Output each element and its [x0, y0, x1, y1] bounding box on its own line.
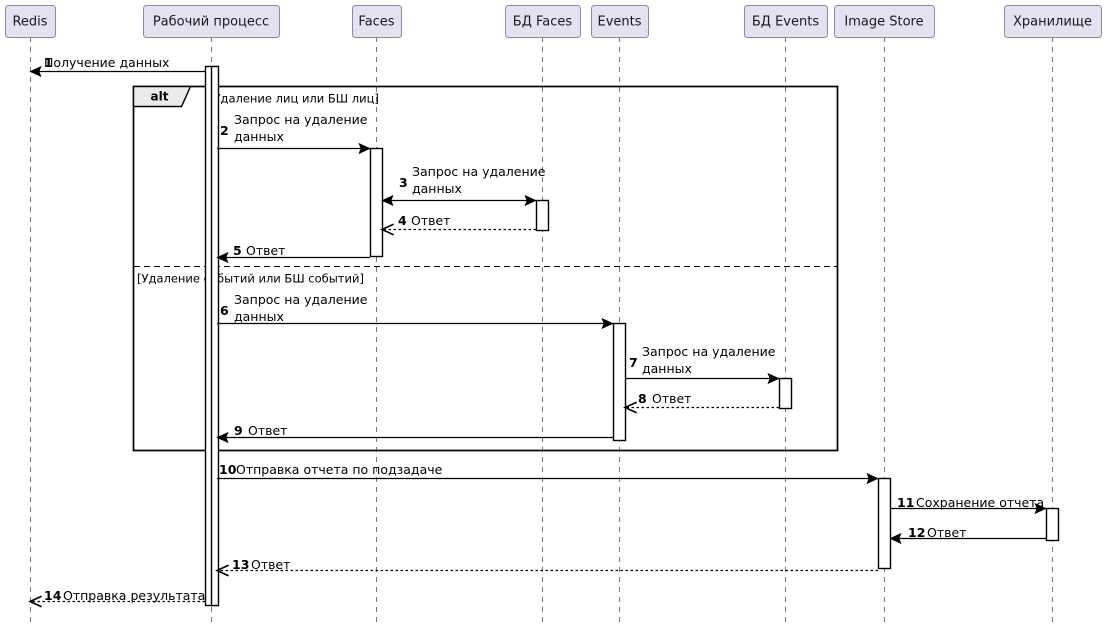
participant-label: БД Faces — [513, 15, 573, 30]
fragment-border — [132, 85, 839, 452]
message-sequence-number: 3 — [399, 175, 408, 190]
message-sequence-number: 10 — [219, 462, 237, 477]
message-arrowhead — [215, 564, 229, 577]
message-4: 4 Ответ — [380, 213, 536, 236]
message-8: 8 Ответ — [623, 391, 779, 414]
participant-box[interactable] — [143, 5, 280, 38]
message-arrowhead — [524, 194, 537, 207]
participant-faces[interactable]: Faces — [352, 5, 402, 38]
message-label: Отправка отчета по подзадаче — [236, 462, 443, 477]
message-label: Отправка результата — [63, 588, 205, 603]
message-sequence-number: 12 — [908, 525, 925, 540]
activation-bar-worker — [210, 65, 220, 607]
participant-events[interactable]: Events — [591, 5, 649, 38]
message-arrowhead — [216, 431, 229, 444]
message-arrowtail — [381, 194, 394, 207]
message-label: Ответ — [246, 243, 285, 258]
message-9: 9 Ответ — [216, 423, 613, 444]
activation-bar-events — [612, 322, 627, 442]
participant-storage[interactable]: Хранилище — [1004, 5, 1102, 38]
message-label: Сохранение отчета — [916, 495, 1044, 510]
message-arrowhead — [866, 472, 879, 485]
participant-box[interactable] — [352, 5, 402, 38]
participant-box[interactable] — [1004, 5, 1102, 38]
message-5: 5 Ответ — [216, 243, 370, 264]
participant-label: Image Store — [844, 15, 923, 30]
activation-bar-db_faces — [535, 199, 550, 232]
message-sequence-number: 6 — [220, 303, 229, 318]
participant-box[interactable] — [591, 5, 649, 38]
message-label: Получение данных — [44, 55, 169, 70]
message-arrowhead — [1034, 502, 1047, 515]
fragment-operator-tab — [132, 85, 192, 108]
message-arrowhead — [29, 65, 42, 78]
participant-db_faces[interactable]: БД Faces — [505, 5, 581, 38]
message-arrowhead — [623, 401, 637, 414]
activation-bar-faces — [369, 147, 384, 258]
fragment-guard-condition: [Удаление событий или БШ событий] — [137, 272, 364, 286]
participant-label: Faces — [358, 15, 394, 30]
message-arrowhead — [767, 372, 780, 385]
message-sequence-number: 1 — [44, 55, 53, 70]
message-label: Ответ — [927, 525, 966, 540]
participant-db_events[interactable]: БД Events — [744, 5, 828, 38]
message-sequence-number: 2 — [220, 123, 229, 138]
fragment-guard-condition: [Удаление лиц или БШ лиц] — [209, 92, 379, 106]
participant-box[interactable] — [505, 5, 581, 38]
message-arrowhead — [601, 317, 614, 330]
participants-layer: Redis Рабочий процесс Faces БД Faces Events Б… — [5, 5, 1102, 38]
message-sequence-number: 13 — [232, 557, 249, 572]
participant-label: БД Events — [752, 15, 819, 30]
participant-redis[interactable]: Redis — [5, 5, 56, 38]
message-sequence-number: 7 — [629, 355, 638, 370]
message-label: Ответ — [652, 391, 691, 406]
message-arrowhead — [28, 595, 42, 608]
message-sequence-number: 4 — [398, 213, 407, 228]
activation-bar-db_events — [778, 377, 793, 410]
fragments-layer: alt [Удаление лиц или БШ лиц] [Удаление со… — [132, 85, 839, 452]
message-sequence-number: 14 — [44, 588, 62, 603]
participant-box[interactable] — [5, 5, 56, 38]
message-label: Ответ — [248, 423, 287, 438]
participant-label: Redis — [12, 15, 47, 30]
message-sequence-number: 5 — [233, 243, 242, 258]
participant-label: Рабочий процесс — [153, 15, 269, 30]
message-label: Ответ — [251, 557, 290, 572]
participant-worker[interactable]: Рабочий процесс — [143, 5, 280, 38]
participant-box[interactable] — [834, 5, 935, 38]
message-arrowhead — [889, 532, 902, 545]
message-sequence-number: 8 — [638, 391, 647, 406]
combined-fragment-alt-delete: alt [Удаление лиц или БШ лиц] [Удаление со… — [132, 85, 839, 452]
activation-bar-imgstore — [877, 477, 892, 570]
message-arrowhead — [216, 251, 229, 264]
activations-layer — [204, 65, 1060, 607]
participant-label: Хранилище — [1013, 15, 1092, 30]
fragment-operator-label: alt — [151, 90, 169, 104]
message-arrowhead — [358, 142, 371, 155]
message-label: Ответ — [411, 213, 450, 228]
activation-bar-storage — [1045, 507, 1060, 542]
participant-label: Events — [597, 15, 641, 30]
participant-box[interactable] — [744, 5, 828, 38]
participant-imgstore[interactable]: Image Store — [834, 5, 935, 38]
message-sequence-number: 11 — [897, 495, 914, 510]
message-arrowhead — [380, 223, 394, 236]
message-sequence-number: 9 — [234, 423, 243, 438]
